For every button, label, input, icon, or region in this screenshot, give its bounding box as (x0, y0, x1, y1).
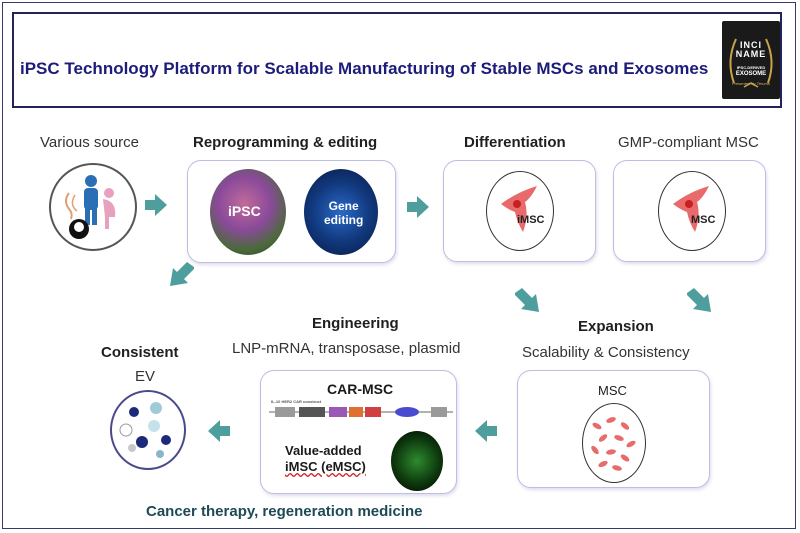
label-engineering: Engineering (312, 315, 399, 332)
gmp-msc-circle: MSC (658, 171, 726, 251)
footer-applications: Cancer therapy, regeneration medicine (146, 503, 423, 520)
cell-icon (501, 186, 537, 232)
title-banner: iPSC Technology Platform for Scalable Ma… (12, 12, 782, 108)
imsc-label: iMSC (517, 214, 545, 226)
expansion-msc-label: MSC (598, 383, 627, 398)
engineering-box: CAR-MSC IL-10 HER2 CAR construct Value-a… (260, 370, 457, 494)
car-msc-label: CAR-MSC (327, 381, 394, 397)
construct-caption: IL-10 HER2 CAR construct (271, 399, 322, 404)
people-icon (65, 175, 116, 239)
label-ev: EV (135, 368, 156, 385)
arrow-left-icon (208, 420, 230, 442)
expansion-box: MSC (517, 370, 710, 488)
expanded-msc-circle (582, 403, 646, 483)
ipsc-colony-image: iPSC (210, 169, 286, 255)
differentiation-box: iMSC (443, 160, 596, 262)
gmp-box: MSC (613, 160, 766, 262)
imsc-circle: iMSC (486, 171, 554, 251)
arrow-down-left-icon (170, 262, 194, 286)
cells-icon (591, 417, 636, 471)
car-construct-diagram (269, 407, 453, 417)
page-title: iPSC Technology Platform for Scalable Ma… (20, 59, 709, 78)
ipsc-label: iPSC (228, 203, 261, 219)
vesicles-icon (119, 402, 171, 458)
label-gmp-msc: GMP-compliant MSC (618, 134, 759, 151)
label-various-source: Various source (40, 134, 139, 151)
label-scalability: Scalability & Consistency (522, 344, 690, 361)
logo-caption: Presented by Terumo (731, 81, 771, 86)
label-consistent: Consistent (101, 344, 179, 361)
laurel-icon (729, 38, 773, 88)
label-differentiation: Differentiation (464, 134, 566, 151)
label-reprogramming: Reprogramming & editing (193, 134, 378, 151)
label-expansion: Expansion (578, 318, 654, 335)
label-engineering-methods: LNP-mRNA, transposase, plasmid (232, 340, 461, 357)
cell-icon (673, 186, 709, 232)
arrow-down-right-icon (515, 288, 539, 312)
source-circle (49, 163, 137, 251)
ev-circle (110, 390, 186, 470)
arrow-right-icon (145, 194, 167, 216)
arrow-down-right-icon (687, 288, 711, 312)
arrow-right-icon (407, 196, 429, 218)
arrow-left-icon (475, 420, 497, 442)
emsc-fluorescence-image (391, 431, 443, 491)
msc-label: MSC (691, 214, 716, 226)
